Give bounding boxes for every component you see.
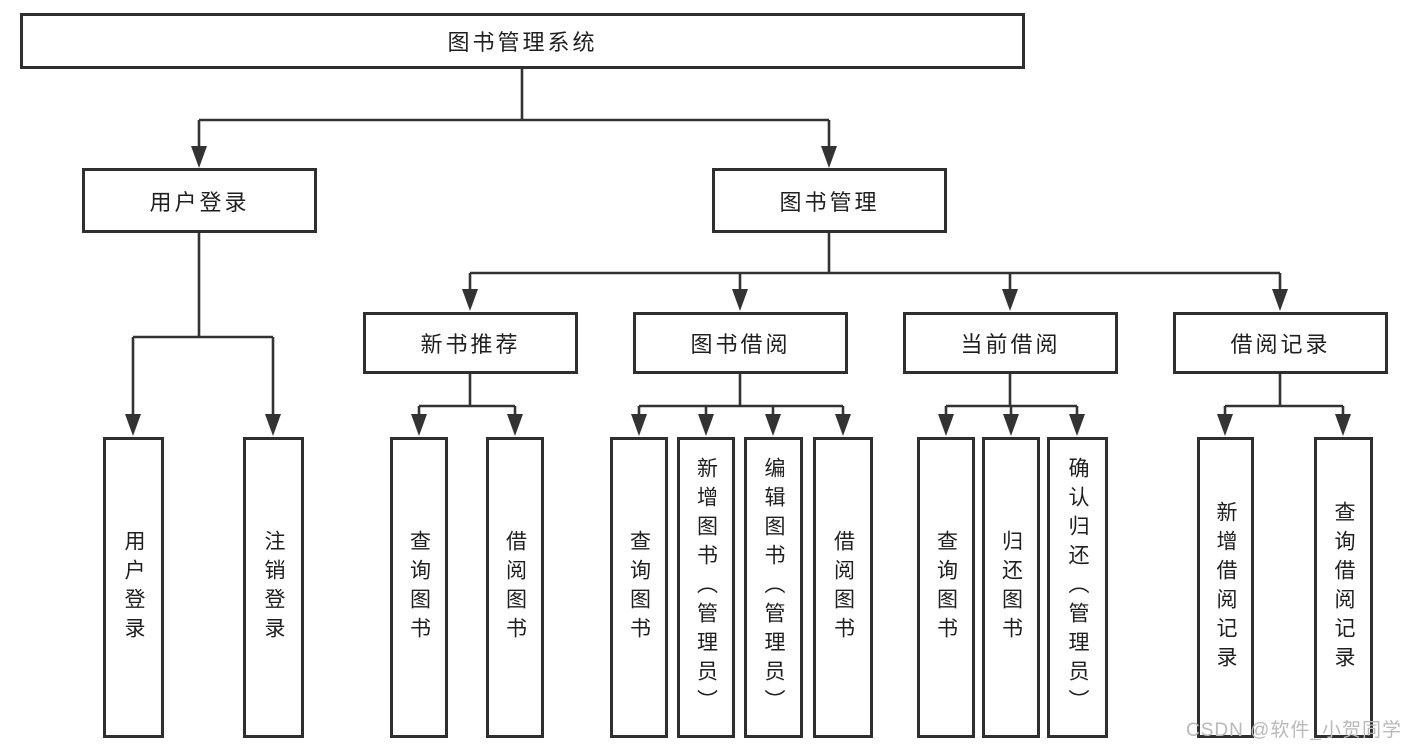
- connector-borrowing-records-to-leaves: [1217, 374, 1351, 436]
- node-book-management-label: 图书管理: [779, 189, 880, 215]
- leaf-add-books-admin: 新增图书（管理员）: [677, 437, 735, 738]
- leaf-return-books: 归还图书: [982, 437, 1040, 738]
- leaf-edit-books-admin: 编辑图书（管理员）: [744, 437, 803, 738]
- leaf-query-books-borrowing: 查询图书: [610, 437, 668, 738]
- leaf-query-books-current-label: 查询图书: [934, 529, 958, 646]
- leaf-user-login-label: 用户登录: [122, 529, 145, 646]
- leaf-query-borrow-record-label: 查询借阅记录: [1332, 500, 1355, 675]
- leaf-confirm-return-admin: 确认归还（管理员）: [1047, 437, 1108, 738]
- connector-root-to-level2: [191, 68, 837, 168]
- node-book-management: 图书管理: [712, 168, 947, 233]
- leaf-logout-label: 注销登录: [262, 529, 285, 646]
- node-book-borrowing: 图书借阅: [633, 312, 848, 374]
- leaf-query-books-borrowing-label: 查询图书: [627, 529, 651, 646]
- leaf-borrow-books-borrowing: 借阅图书: [813, 437, 873, 738]
- connector-current-borrowing-to-leaves: [938, 374, 1085, 436]
- leaf-return-books-label: 归还图书: [999, 529, 1023, 646]
- leaf-query-books-recommend-label: 查询图书: [407, 529, 431, 646]
- connector-new-book-recommend-to-leaves: [411, 374, 523, 436]
- node-new-book-recommend: 新书推荐: [363, 312, 578, 374]
- node-new-book-recommend-label: 新书推荐: [420, 332, 521, 357]
- leaf-query-books-recommend: 查询图书: [390, 437, 448, 738]
- leaf-user-login: 用户登录: [103, 437, 164, 738]
- leaf-borrow-books-recommend: 借阅图书: [486, 437, 544, 738]
- node-current-borrowing: 当前借阅: [903, 312, 1118, 374]
- leaf-add-books-admin-label: 新增图书（管理员）: [694, 457, 718, 718]
- leaf-add-borrow-record: 新增借阅记录: [1197, 437, 1254, 738]
- node-user-login-label: 用户登录: [149, 189, 250, 215]
- leaf-query-books-current: 查询图书: [917, 437, 975, 738]
- node-borrowing-records-label: 借阅记录: [1230, 332, 1331, 357]
- leaf-borrow-books-borrowing-label: 借阅图书: [831, 529, 855, 646]
- connector-book-management-to-level3: [462, 232, 1288, 311]
- leaf-logout: 注销登录: [243, 437, 304, 738]
- connector-user-login-to-leaves: [125, 232, 281, 436]
- connector-book-borrowing-to-leaves: [631, 374, 851, 436]
- node-root-label: 图书管理系统: [447, 30, 598, 55]
- csdn-watermark: CSDN @软件_小贺同学: [1186, 720, 1402, 741]
- leaf-borrow-books-recommend-label: 借阅图书: [503, 529, 527, 646]
- node-book-borrowing-label: 图书借阅: [690, 332, 791, 357]
- node-root-library-system: 图书管理系统: [20, 13, 1025, 69]
- leaf-query-borrow-record: 查询借阅记录: [1314, 437, 1373, 738]
- node-borrowing-records: 借阅记录: [1173, 312, 1388, 374]
- node-user-login: 用户登录: [82, 168, 317, 233]
- leaf-edit-books-admin-label: 编辑图书（管理员）: [762, 457, 785, 718]
- node-current-borrowing-label: 当前借阅: [960, 332, 1061, 357]
- leaf-add-borrow-record-label: 新增借阅记录: [1214, 500, 1237, 675]
- leaf-confirm-return-admin-label: 确认归还（管理员）: [1066, 457, 1089, 718]
